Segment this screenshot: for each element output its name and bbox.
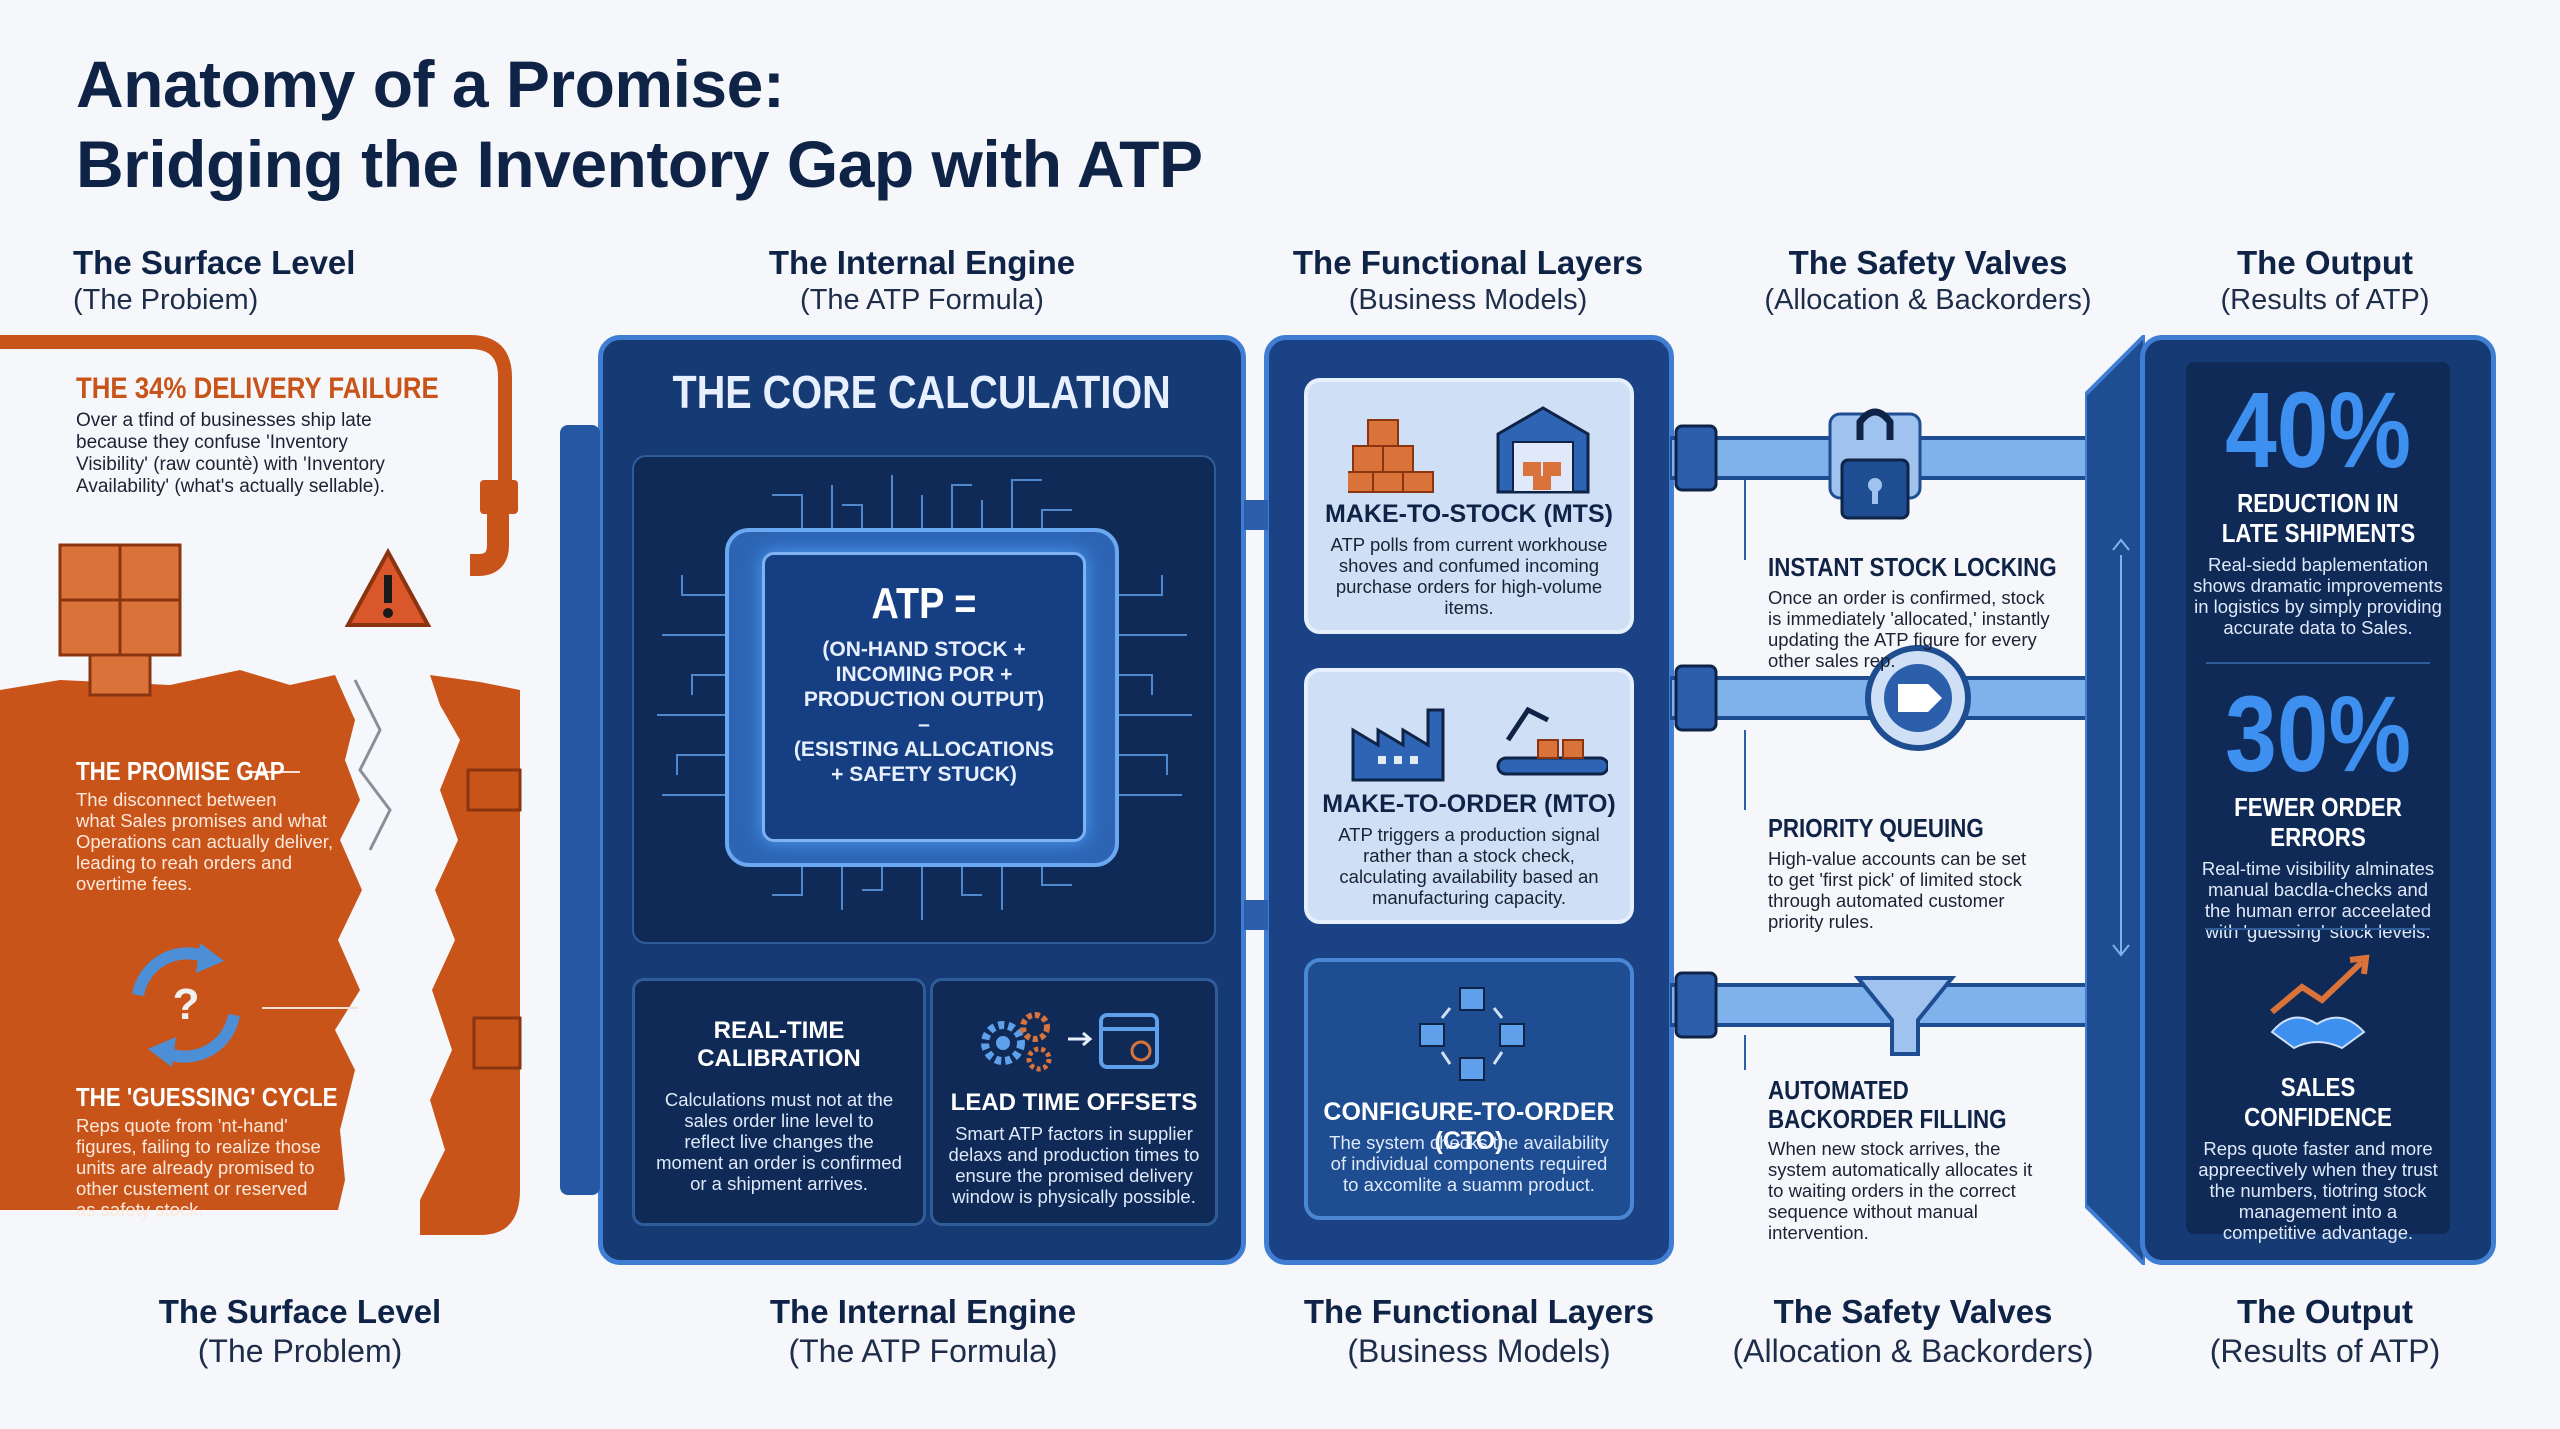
components-cycle-icon <box>1419 987 1525 1081</box>
cliff-right <box>420 675 520 1235</box>
calibration-title: REAL-TIME CALIBRATION <box>697 1017 861 1072</box>
promise-gap-title: THE PROMISE GAP <box>76 756 285 786</box>
stat-order-errors: 30% FEWER ORDER ERRORS Real-time visibil… <box>2186 673 2450 943</box>
surface-pipe-outline <box>0 335 512 485</box>
backorder-text: When new stock arrives, the system autom… <box>1768 1138 2033 1243</box>
svg-text:?: ? <box>173 980 200 1029</box>
cto-text: The system checks the availability of in… <box>1329 1132 1609 1195</box>
promise-gap-section: THE PROMISE GAP The disconnect between w… <box>76 756 333 894</box>
failure-title: THE 34% DELIVERY FAILURE <box>76 372 439 405</box>
engine-side-bracket <box>560 425 600 1195</box>
column-heading-layers: The Functional Layers (Business Models) <box>1292 244 1644 316</box>
stat-late-shipments: 40% REDUCTION IN LATE SHIPMENTS Real-sіe… <box>2186 369 2450 639</box>
cto-card: CONFIGURE-TO-ORDER (CTO) The system chec… <box>1304 958 1634 1220</box>
side-pipe-lower <box>472 1016 522 1070</box>
boxes-warehouse-icon <box>1348 406 1590 494</box>
warning-icon <box>344 547 432 627</box>
column-heading-output: The Output (Results of ATP) <box>2220 244 2430 316</box>
realtime-calibration-card: REAL-TIME CALIBRATION Calculations must … <box>632 978 926 1226</box>
column-heading-engine: The Internal Engine (The ATP Formula) <box>768 244 1076 316</box>
priority-gauge-icon <box>1865 645 1971 751</box>
stat-30-title: FEWER ORDER ERRORS <box>2234 792 2402 852</box>
cycle-question-icon: ? <box>132 943 240 1067</box>
atp-formula-box: ATP = (ON-HAND STOCK + INCOMING POR + PR… <box>762 552 1086 842</box>
side-pipe-upper <box>466 768 522 812</box>
mts-title: MAKE-TO-STOCK (MTS) <box>1325 500 1613 528</box>
sales-confidence-title: SALES CONFIDENCE <box>2244 1072 2392 1132</box>
guessing-cycle-section: THE 'GUESSING' CYCLE Reps quote from 'nt… <box>76 1082 380 1220</box>
lock-icon <box>1828 408 1922 520</box>
failure-section: THE 34% DELIVERY FAILURE Over a tfind of… <box>76 372 498 498</box>
mts-text: ATP polls from current workhouse shoves … <box>1330 534 1608 618</box>
priority-queuing-section: PRIORITY QUEUING High-value accounts can… <box>1768 813 2026 932</box>
factory-conveyor-icon <box>1351 706 1608 782</box>
page-title: Anatomy of a Promise: Bridging the Inven… <box>76 44 1476 204</box>
footer-label-layers: The Functional Layers (Business Models) <box>1303 1293 1655 1369</box>
core-calculation-heading: THE CORE CALCULATION <box>672 366 1172 418</box>
title-line-2: Bridging the Inventory Gap with ATP <box>76 127 1203 201</box>
stock-locking-section: INSTANT STOCK LOCKING Once an order is c… <box>1768 552 2104 671</box>
cliff-left <box>0 670 362 1210</box>
side-pipe-middle <box>469 880 510 980</box>
stat-30-value: 30% <box>2225 673 2411 794</box>
output-divider-1 <box>2206 662 2430 664</box>
surface-level-illustration: ? <box>0 335 522 1235</box>
column-heading-valves: The Safety Valves (Allocation & Backorde… <box>1764 244 2092 316</box>
mto-text: ATP triggers a production signal rather … <box>1338 824 1600 908</box>
stat-30-text: Real-time visibility alminates manual ba… <box>2201 858 2435 942</box>
title-line-1: Anatomy of a Promise: <box>76 47 785 121</box>
pipe-elbow <box>470 514 509 576</box>
output-inner <box>2186 362 2450 1234</box>
stacked-boxes-icon <box>58 543 182 697</box>
lead-time-card: LEAD TIME OFFSETS Smart ATP factors in s… <box>930 978 1218 1226</box>
stat-40-value: 40% <box>2225 369 2411 490</box>
footer-label-output: The Output (Results of ATP) <box>2209 1293 2441 1369</box>
gears-calendar-icon <box>981 1012 1159 1072</box>
backorder-title: AUTOMATED BACKORDER FILLING <box>1768 1075 2007 1134</box>
lead-time-title: LEAD TIME OFFSETS <box>950 1089 1198 1116</box>
mto-title: MAKE-TO-ORDER (MTO) <box>1322 790 1616 818</box>
pipe-joint <box>480 480 518 514</box>
priority-queuing-text: High-value accounts can be set to get 'f… <box>1768 848 2027 932</box>
sales-confidence-text: Reps quote faster and more appreectively… <box>2198 1138 2438 1243</box>
connector-nub-1 <box>1244 500 1268 530</box>
lead-time-text: Smart ATP factors in supplier delaxs and… <box>948 1123 1200 1207</box>
safety-valve-pipes <box>1670 408 2140 1070</box>
promise-gap-text: The disconnect between what Sales promis… <box>76 789 334 894</box>
priority-queuing-title: PRIORITY QUEUING <box>1768 813 1984 843</box>
atp-formula-head: ATP = <box>871 579 977 628</box>
output-funnel-side <box>2085 335 2145 1265</box>
atp-formula-body: (ON-HAND STOCK + INCOMING POR + PRODUCTI… <box>793 638 1055 786</box>
guessing-cycle-title: THE 'GUESSING' CYCLE <box>76 1082 338 1112</box>
output-divider-2 <box>2206 928 2430 930</box>
sales-confidence-section: SALES CONFIDENCE Reps quote faster and m… <box>2186 1072 2450 1243</box>
funnel-icon <box>1853 976 1957 1056</box>
stock-locking-text: Once an order is confirmed, stock is imm… <box>1768 587 2050 671</box>
connector-nub-2 <box>1244 900 1268 930</box>
backorder-section: AUTOMATED BACKORDER FILLING When new sto… <box>1768 1075 2045 1244</box>
footer-label-surface: The Surface Level (The Problem) <box>158 1293 442 1369</box>
stat-40-text: Real-sіedd baplementation shows dramatic… <box>2193 554 2443 638</box>
handshake-growth-icon <box>2270 954 2370 1050</box>
stock-locking-title: INSTANT STOCK LOCKING <box>1768 552 2057 582</box>
failure-text: Over a tfind of businesses ship late bec… <box>76 410 385 497</box>
column-heading-surface: The Surface Level (The Probiem) <box>73 244 356 316</box>
cto-title: CONFIGURE-TO-ORDER (CTO) <box>1323 1098 1615 1155</box>
calibration-text: Calculations must not at the sales order… <box>656 1089 902 1194</box>
crack-line <box>353 679 392 851</box>
mto-card: MAKE-TO-ORDER (MTO) ATP triggers a produ… <box>1304 668 1634 924</box>
stat-40-title: REDUCTION IN LATE SHIPMENTS <box>2221 488 2415 548</box>
footer-label-valves: The Safety Valves (Allocation & Backorde… <box>1732 1293 2094 1369</box>
guessing-cycle-text: Reps quote from 'nt-hand' figures, faili… <box>76 1115 321 1220</box>
footer-label-engine: The Internal Engine (The ATP Formula) <box>769 1293 1077 1369</box>
mts-card: MAKE-TO-STOCK (MTS) ATP polls from curre… <box>1304 378 1634 634</box>
